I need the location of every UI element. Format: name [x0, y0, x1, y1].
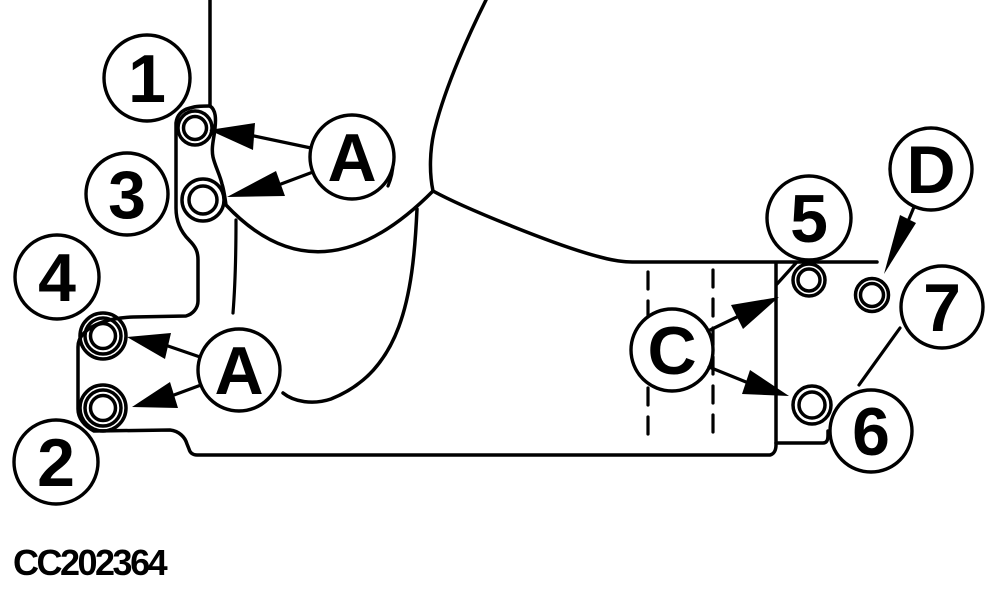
arrow-d-to-bolt-7	[884, 205, 916, 274]
bolt-holes	[78, 109, 891, 433]
bolt-hole-2	[78, 383, 128, 433]
arrowhead-icon	[731, 297, 779, 329]
callout-1: 1	[102, 33, 192, 123]
bolt-hole-7	[853, 276, 891, 314]
bolt-hole-1	[176, 109, 214, 147]
callout-5-label: 5	[790, 181, 828, 257]
callout-6-label: 6	[852, 394, 890, 470]
callout-a-upper-label: A	[327, 120, 376, 196]
arrow-c-to-bolt-5	[706, 297, 779, 333]
arrow-a-to-bolt-4	[127, 333, 202, 359]
boss-edge-and-bellhousing-arc	[208, 104, 435, 254]
leader-arrows	[127, 123, 916, 408]
callout-6: 6	[828, 388, 914, 474]
callout-3-label: 3	[108, 157, 146, 233]
bolt-hole-4	[78, 311, 128, 361]
flange-corner-chamfer	[775, 261, 798, 286]
engine-block-slant-edge	[428, 0, 488, 193]
callout-2-label: 2	[37, 425, 75, 501]
callout-3: 3	[84, 151, 170, 237]
callout-1-label: 1	[128, 41, 166, 117]
callout-c: C	[629, 307, 715, 393]
callout-a-lower: A	[196, 327, 282, 413]
callout-a-upper: A	[308, 113, 396, 201]
callout-d: D	[888, 126, 974, 212]
arrow-c-to-bolt-6	[707, 365, 789, 396]
leader-line-7	[857, 326, 902, 387]
arrowhead-icon	[209, 123, 255, 150]
callout-7-label: 7	[923, 270, 961, 346]
bolt-flange-left-outline	[76, 104, 830, 457]
arrow-a-to-bolt-1	[209, 123, 313, 150]
callout-2: 2	[12, 418, 100, 506]
bolt-hole-3	[180, 177, 226, 223]
callout-d-label: D	[906, 132, 955, 208]
casting-reference-line	[231, 218, 238, 315]
callout-7: 7	[899, 264, 985, 350]
callout-c-label: C	[647, 313, 696, 389]
callout-4: 4	[13, 233, 101, 321]
arrowhead-icon	[132, 382, 178, 408]
callout-balloons: 1 3 4 2 A A 5	[12, 33, 985, 506]
arrowhead-icon	[884, 215, 916, 274]
bolt-hole-6	[791, 384, 833, 426]
figure-code: CC202364	[13, 542, 168, 583]
bolt-hole-5	[791, 262, 827, 298]
arrowhead-icon	[127, 333, 171, 359]
arrowhead-icon	[227, 171, 285, 197]
arrow-a-to-bolt-2	[132, 382, 203, 408]
arrowhead-icon	[742, 370, 789, 396]
bellhousing-lower-sweep	[281, 207, 419, 404]
callout-5: 5	[765, 174, 853, 262]
callout-4-label: 4	[38, 240, 76, 316]
arrow-a-to-bolt-3	[227, 170, 315, 197]
callout-a-lower-label: A	[214, 333, 263, 409]
case-top-edge	[431, 189, 879, 264]
